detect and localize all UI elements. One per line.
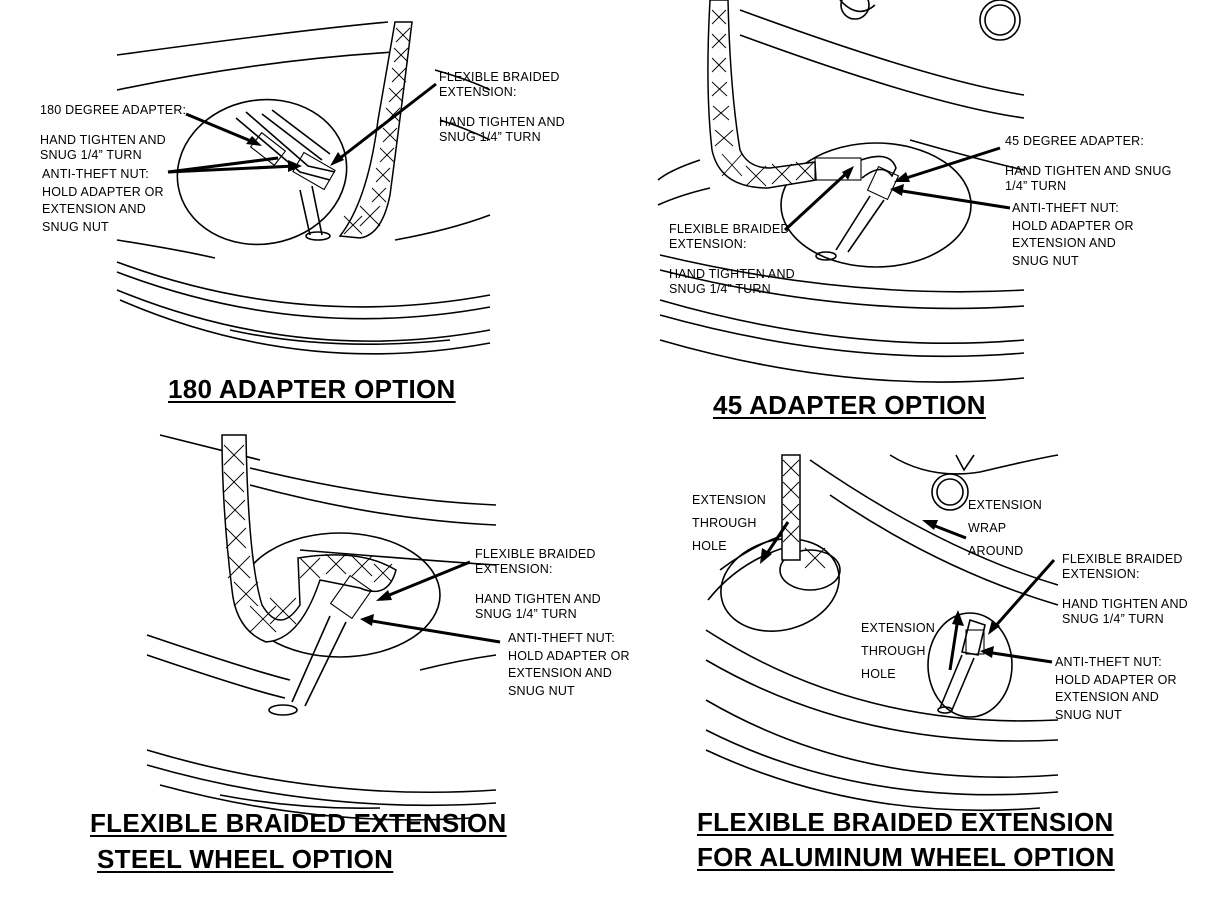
panel-steel-wheel: FLEXIBLE BRAIDED EXTENSION: HAND TIGHTEN… [0,430,640,897]
label-aluminum-through-hole-mid: EXTENSION THROUGH HOLE [861,621,936,681]
panel-aluminum-wheel: EXTENSION THROUGH HOLE EXTENSION WRAP AR… [640,430,1207,897]
title-aluminum-line1: FLEXIBLE BRAIDED EXTENSION [697,807,1114,837]
label-45-anti-theft-nut: ANTI-THEFT NUT: HOLD ADAPTER OR EXTENSIO… [1012,201,1134,268]
label-steel-anti-theft-nut: ANTI-THEFT NUT: HOLD ADAPTER OR EXTENSIO… [508,631,630,698]
title-aluminum-line2: FOR ALUMINUM WHEEL OPTION [697,842,1115,872]
wheel-180-illustration [116,21,491,355]
steel-wheel-illustration [146,434,501,821]
label-steel-extension: FLEXIBLE BRAIDED EXTENSION: HAND TIGHTEN… [475,547,601,621]
label-180-anti-theft-nut: ANTI-THEFT NUT: HOLD ADAPTER OR EXTENSIO… [42,167,164,234]
label-aluminum-wrap-around: EXTENSION WRAP AROUND [968,498,1043,558]
title-steel-line1: FLEXIBLE BRAIDED EXTENSION [90,808,507,838]
label-aluminum-extension: FLEXIBLE BRAIDED EXTENSION: HAND TIGHTEN… [1062,552,1188,626]
braid-pattern-180 [343,27,411,235]
braid-pattern-steel [223,444,393,633]
label-aluminum-anti-theft-nut: ANTI-THEFT NUT: HOLD ADAPTER OR EXTENSIO… [1055,655,1177,722]
braid-pattern-aluminum [782,459,826,569]
wheel-45-illustration [657,0,1025,383]
braid-pattern-45 [711,9,815,187]
label-aluminum-through-hole-top: EXTENSION THROUGH HOLE [692,493,767,553]
title-45-adapter: 45 ADAPTER OPTION [713,390,986,420]
label-45-extension: FLEXIBLE BRAIDED EXTENSION: HAND TIGHTEN… [669,222,795,296]
label-45-adapter: 45 DEGREE ADAPTER: HAND TIGHTEN AND SNUG… [1005,134,1172,193]
panel-180-adapter: FLEXIBLE BRAIDED EXTENSION: HAND TIGHTEN… [0,0,600,440]
aluminum-wheel-illustration [705,454,1059,812]
panel-45-adapter: 45 DEGREE ADAPTER: HAND TIGHTEN AND SNUG… [600,0,1207,440]
title-180-adapter: 180 ADAPTER OPTION [168,374,456,404]
label-180-adapter: 180 DEGREE ADAPTER: HAND TIGHTEN AND SNU… [40,103,187,162]
label-180-extension: FLEXIBLE BRAIDED EXTENSION: HAND TIGHTEN… [439,70,565,144]
title-steel-line2: STEEL WHEEL OPTION [97,844,394,874]
